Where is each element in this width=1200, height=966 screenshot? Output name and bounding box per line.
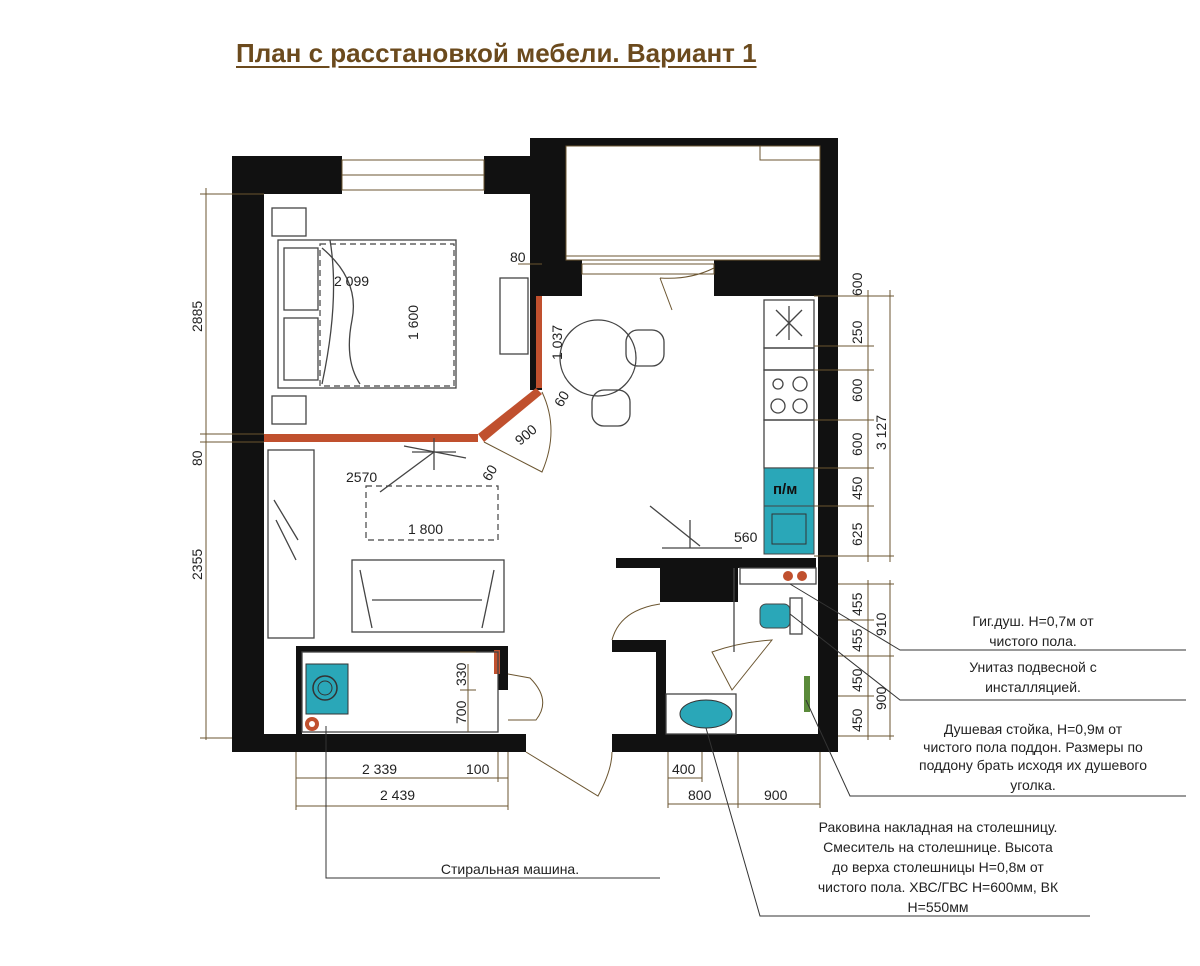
washbasin	[679, 699, 733, 729]
dim-450a: 450	[849, 476, 865, 500]
partitions	[264, 296, 542, 674]
dim-bed-length: 1 600	[405, 305, 421, 340]
dim-2339: 2 339	[362, 761, 397, 777]
doors	[483, 267, 774, 797]
dim-625: 625	[849, 522, 865, 546]
dim-80: 80	[189, 450, 205, 466]
dim-600b: 600	[849, 378, 865, 402]
dim-door-900: 900	[512, 421, 540, 448]
dim-2885: 2885	[189, 301, 205, 332]
dishwasher	[763, 467, 815, 507]
note-shower-rack-1: Душевая стойка, Н=0,9м от	[944, 721, 1123, 737]
note-hygienic-shower-1: Гиг.душ. Н=0,7м от	[972, 613, 1094, 629]
dim-2355: 2355	[189, 549, 205, 580]
shower-rack	[804, 676, 810, 712]
dim-sofa-1800: 1 800	[408, 521, 443, 537]
dim-455a: 455	[849, 592, 865, 616]
dim-bed-width: 2 099	[334, 273, 369, 289]
note-sink-4: чистого пола. ХВС/ГВС Н=600мм, ВК	[818, 879, 1059, 895]
note-sink-3: до верха столешницы Н=0,8м от	[832, 859, 1044, 875]
hob	[763, 369, 815, 421]
leader-lines	[325, 583, 1186, 917]
windows	[341, 145, 821, 275]
outer-walls	[232, 138, 838, 752]
dim-800: 800	[688, 787, 712, 803]
note-shower-rack-4: уголка.	[1010, 777, 1056, 793]
fridge-label: п/м	[773, 481, 797, 498]
dim-door-60b: 60	[479, 462, 501, 484]
dimension-labels: 2885 80 2355 2 099 1 600 80 1 037 60 900…	[189, 249, 889, 803]
wardrobe	[267, 449, 315, 639]
dim-700: 700	[453, 700, 469, 724]
bed	[277, 239, 457, 389]
dim-450a-bath: 450	[849, 668, 865, 692]
dim-2570: 2570	[346, 469, 377, 485]
sofa	[351, 559, 505, 633]
dimension-lines	[200, 188, 894, 810]
bedroom	[271, 207, 529, 425]
note-sink-5: Н=550мм	[908, 899, 969, 915]
dim-910: 910	[873, 612, 889, 636]
page-title: План с расстановкой мебели. Вариант 1	[236, 38, 757, 68]
note-sink-2: Смеситель на столешнице. Высота	[823, 839, 1053, 855]
notes: Гиг.душ. Н=0,7м от чистого пола. Унитаз …	[441, 613, 1147, 915]
pillow	[283, 317, 319, 381]
dim-600c: 600	[849, 432, 865, 456]
note-shower-rack-3: поддону брать исходя их душевого	[919, 757, 1147, 773]
vanity	[665, 693, 737, 735]
dim-560: 560	[734, 529, 758, 545]
dim-100: 100	[466, 761, 490, 777]
dining-table	[559, 319, 637, 397]
dim-900-bath: 900	[873, 686, 889, 710]
living-room	[267, 438, 505, 639]
dim-3127: 3 127	[873, 415, 889, 450]
chair	[625, 329, 665, 367]
pillow	[283, 247, 319, 311]
dim-900-bottom: 900	[764, 787, 788, 803]
note-sink-1: Раковина накладная на столешницу.	[819, 819, 1058, 835]
note-shower-rack-2: чистого пола поддон. Размеры по	[923, 739, 1143, 755]
dim-250: 250	[849, 320, 865, 344]
chair	[591, 389, 631, 427]
dim-450b-bath: 450	[849, 708, 865, 732]
note-washing-machine: Стиральная машина.	[441, 861, 579, 877]
note-toilet-1: Унитаз подвесной с	[969, 659, 1097, 675]
toilet	[759, 603, 791, 629]
dim-455b: 455	[849, 628, 865, 652]
dim-600a: 600	[849, 272, 865, 296]
dim-2439: 2 439	[380, 787, 415, 803]
wardrobe	[499, 277, 529, 355]
dim-330: 330	[453, 662, 469, 686]
laundry	[301, 651, 499, 733]
dim-wall-80: 80	[510, 249, 526, 265]
dim-door-60a: 60	[551, 388, 573, 410]
kitchen	[559, 299, 815, 555]
note-hygienic-shower-2: чистого пола.	[989, 633, 1077, 649]
bathroom	[665, 567, 817, 735]
dim-400: 400	[672, 761, 696, 777]
note-toilet-2: инсталляцией.	[985, 679, 1081, 695]
dim-1037: 1 037	[549, 325, 565, 360]
